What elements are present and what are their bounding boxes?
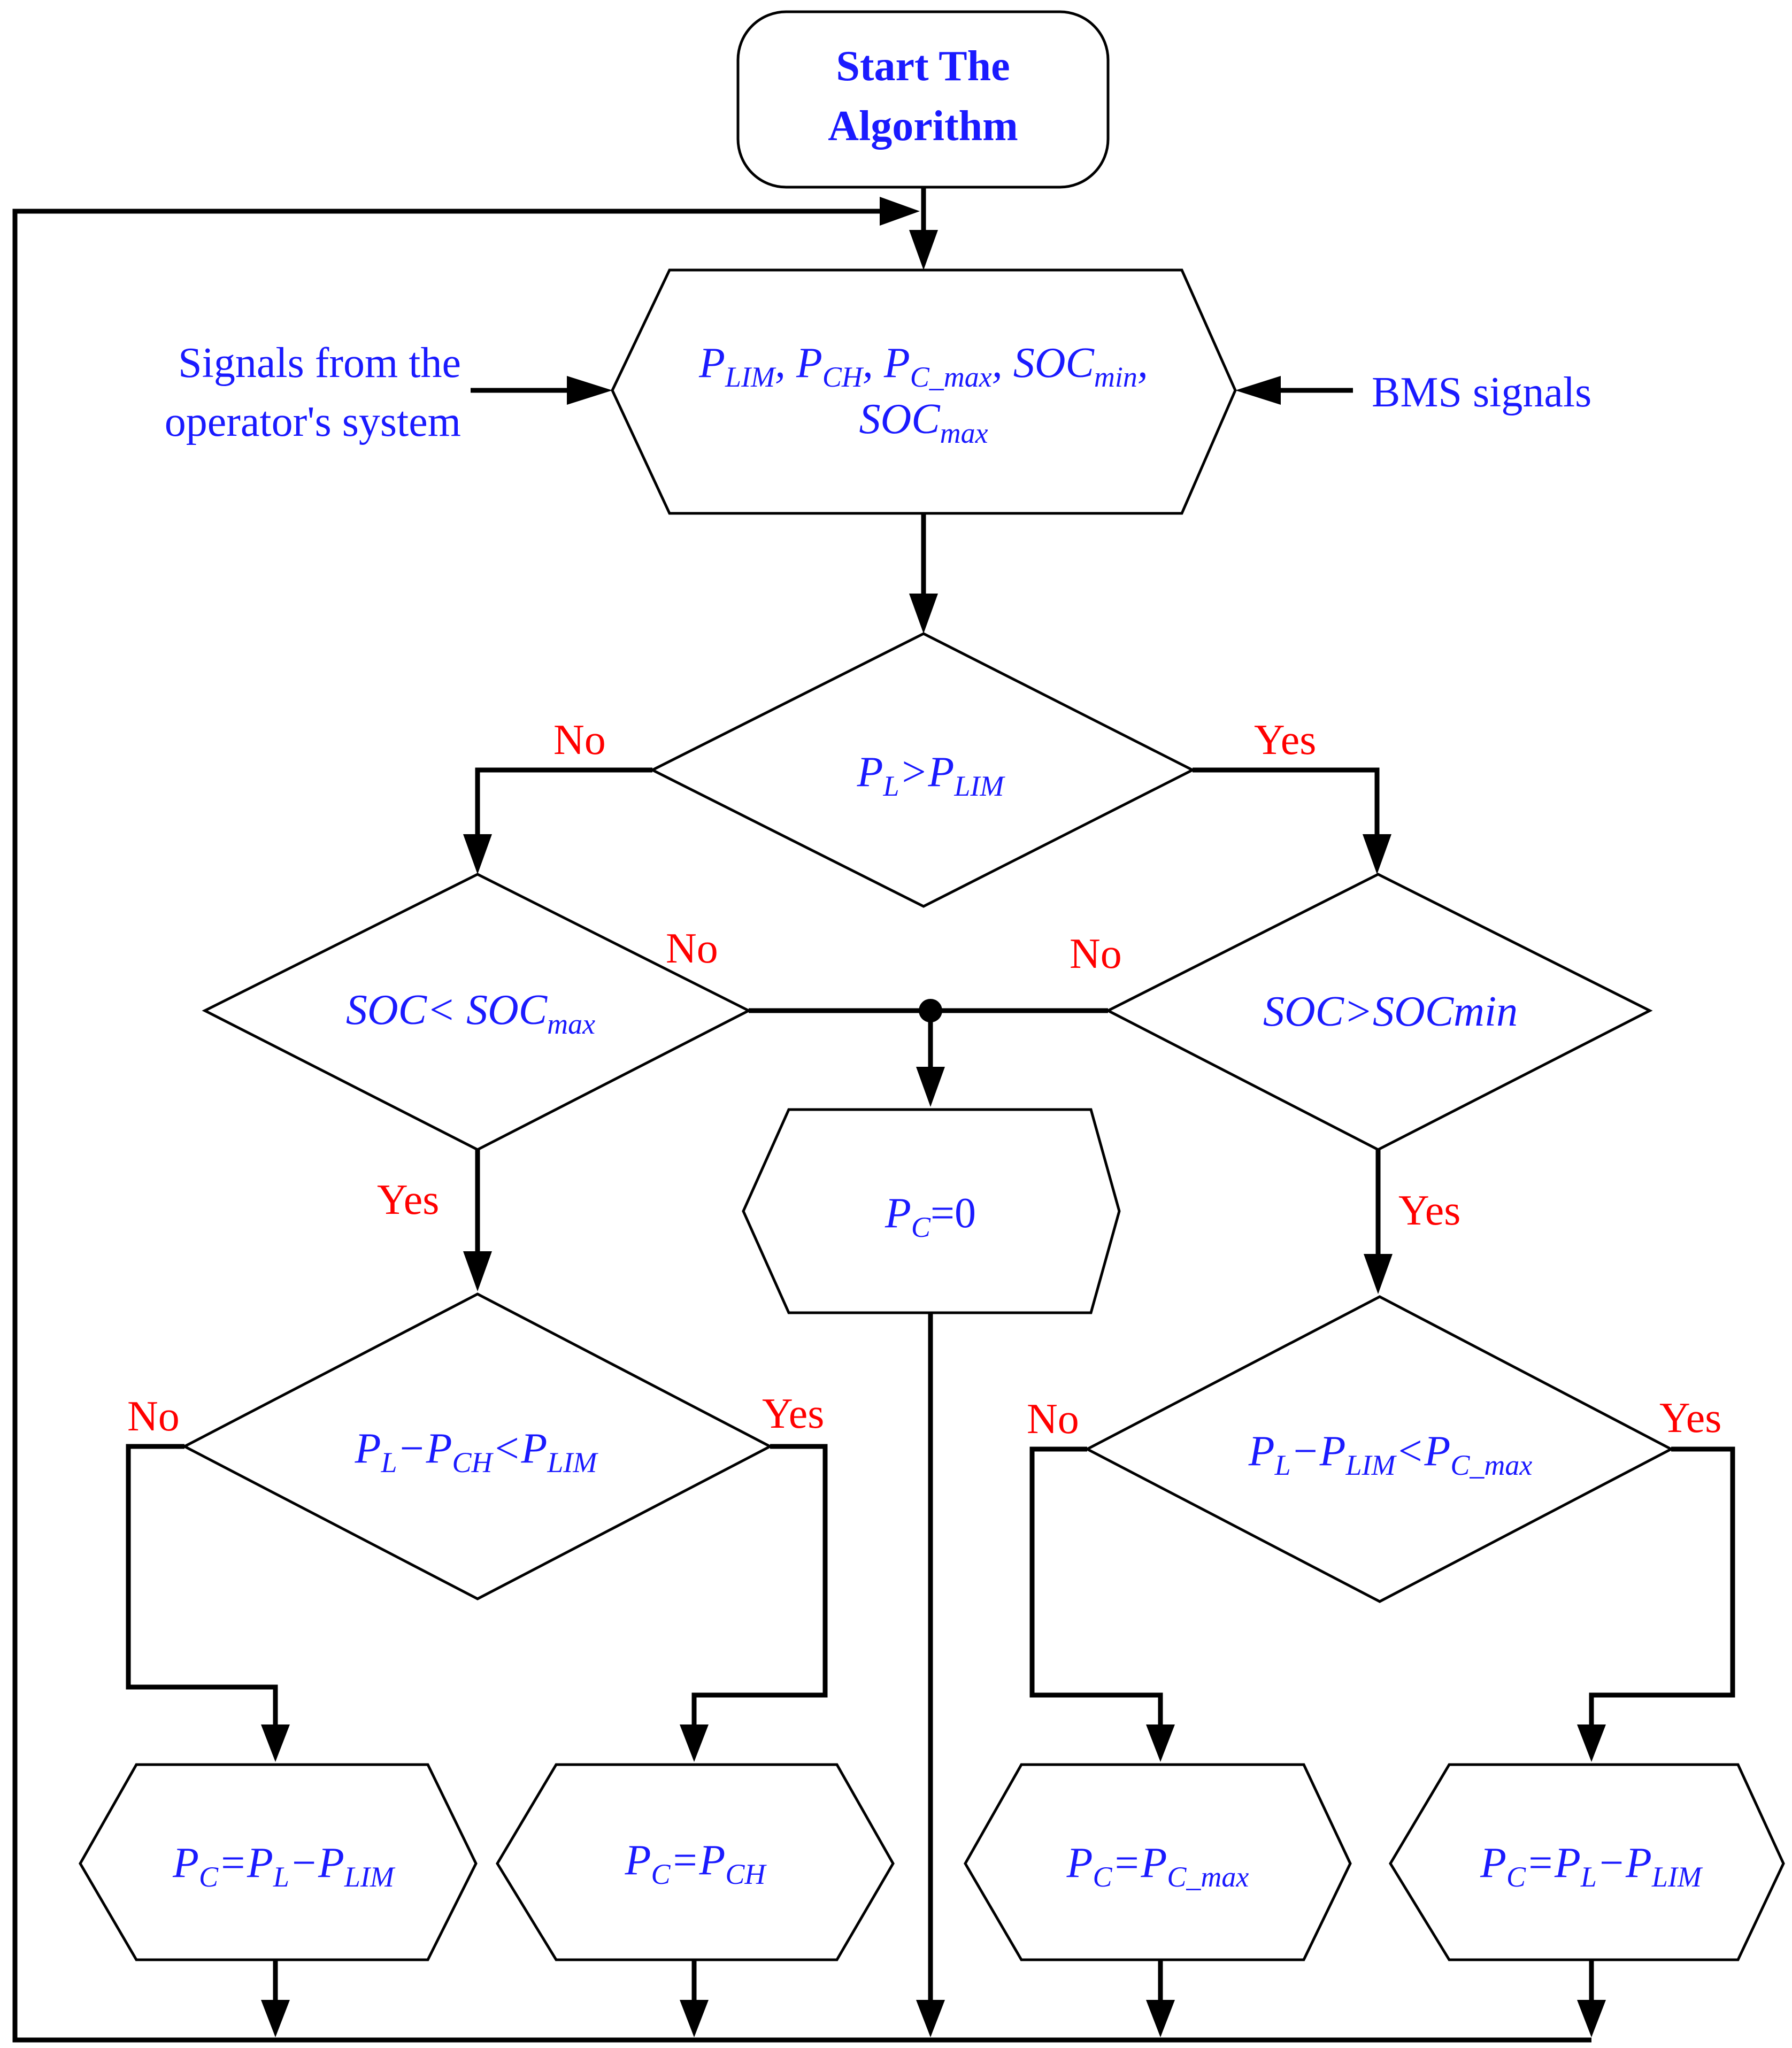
- arrowhead: [1364, 1254, 1393, 1294]
- arrowhead: [680, 2000, 709, 2037]
- edge-main-yes: [1193, 767, 1380, 834]
- arrowhead: [1577, 2000, 1606, 2037]
- process-3: [964, 1763, 1352, 1961]
- decision-rr-text: PL−PLIM<PC_max: [1248, 1428, 1533, 1481]
- decision-left-text: SOC< SOCmax: [346, 987, 595, 1040]
- connectors: [12, 187, 1735, 2043]
- label-left-no: No: [666, 925, 718, 972]
- decision-left: [202, 873, 752, 1151]
- arrowhead: [1363, 834, 1391, 874]
- process-1-text: PC=PL−PLIM: [172, 1839, 396, 1893]
- arrowhead: [463, 1251, 492, 1291]
- arrowhead: [1577, 1724, 1606, 1762]
- arrowhead: [463, 834, 492, 874]
- decision-ll-text: PL−PCH<PLIM: [355, 1425, 599, 1479]
- decision-right: [1105, 873, 1653, 1151]
- process-3-text: PC=PC_max: [1066, 1839, 1249, 1893]
- arrowhead: [1146, 1724, 1175, 1762]
- decision-main-text: PL>PLIM: [857, 749, 1006, 802]
- label-right-no: No: [1070, 930, 1122, 977]
- arrowhead: [261, 2000, 290, 2037]
- arrowhead: [1235, 376, 1281, 405]
- start-node: [736, 10, 1110, 189]
- decision-ll: [181, 1292, 773, 1600]
- decision-main: [649, 632, 1196, 908]
- start-line1: Start The: [836, 43, 1010, 90]
- process-4-text: PC=PL−PLIM: [1480, 1839, 1703, 1893]
- label-rr-no: No: [1027, 1396, 1079, 1443]
- label-right-yes: Yes: [1398, 1187, 1460, 1234]
- inputs-line1: PLIM, PCH, PC_max, SOCmin,: [698, 340, 1148, 393]
- edge-rr-yes: [1589, 1446, 1735, 1724]
- label-rr-yes: Yes: [1659, 1395, 1721, 1442]
- inputs-node: [611, 268, 1237, 515]
- label-main-yes: Yes: [1254, 717, 1316, 764]
- inputs-line2: SOCmax: [859, 396, 988, 449]
- bms-signals-label: BMS signals: [1372, 369, 1591, 416]
- decision-right-text: SOC>SOCmin: [1263, 988, 1518, 1035]
- arrowhead: [1146, 2000, 1175, 2037]
- label-main-no: No: [553, 717, 606, 764]
- label-ll-yes: Yes: [762, 1390, 824, 1437]
- feedback-loop: [12, 209, 1591, 2043]
- arrowhead: [880, 197, 920, 226]
- process-2: [496, 1763, 895, 1961]
- arrowhead: [909, 230, 938, 270]
- operator-signals-line1: Signals from the: [178, 340, 461, 387]
- decision-rr: [1084, 1295, 1674, 1603]
- arrowhead: [567, 376, 612, 405]
- start-line2: Algorithm: [828, 103, 1018, 150]
- edge-ll-yes: [691, 1444, 828, 1724]
- arrowhead: [261, 1724, 290, 1762]
- process-2-text: PC=PCH: [625, 1837, 767, 1890]
- label-ll-no: No: [127, 1393, 180, 1440]
- arrowhead: [909, 594, 938, 634]
- process-zero-text: PC=0: [885, 1190, 976, 1243]
- process-4: [1389, 1763, 1785, 1961]
- edge-main-no: [475, 767, 652, 834]
- arrowhead: [916, 2000, 945, 2037]
- operator-signals-line2: operator's system: [165, 398, 461, 445]
- arrowhead: [680, 1724, 709, 1762]
- process-zero: [742, 1108, 1121, 1314]
- label-left-yes: Yes: [377, 1176, 439, 1223]
- edge-rr-no: [1029, 1446, 1163, 1724]
- arrowhead: [916, 1067, 945, 1107]
- edge-ll-no: [126, 1444, 278, 1724]
- process-1: [79, 1763, 478, 1961]
